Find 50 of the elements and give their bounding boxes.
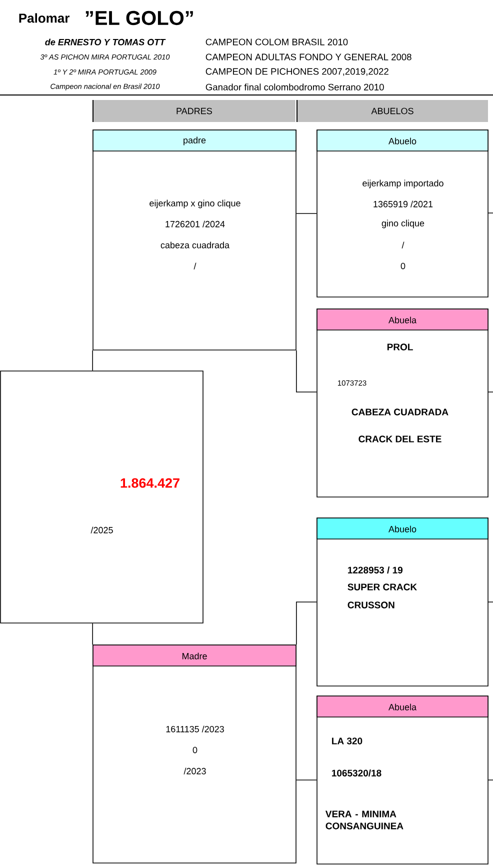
header-band: Abuela xyxy=(316,696,488,718)
pedigree-text: 1726201 /2024 xyxy=(166,220,225,228)
pedigree-box xyxy=(316,518,488,686)
pedigree-text: 0 xyxy=(400,262,406,270)
pedigree-text: 1.864.427 xyxy=(120,478,180,488)
connector-line xyxy=(92,623,93,645)
connector-line xyxy=(296,602,317,645)
connector-line xyxy=(296,350,317,392)
pedigree-text: 0 xyxy=(192,746,198,754)
header-band: Abuelo xyxy=(316,518,488,540)
pedigree-text: 1611135 /2023 xyxy=(166,726,224,732)
achievement-text: CAMPEON COLOM BRASIL 2010 xyxy=(206,38,348,46)
achievement-text: CAMPEON ADULTAS FONDO Y GENERAL 2008 xyxy=(206,54,412,60)
header-band: Madre xyxy=(92,644,296,666)
pedigree-box xyxy=(316,696,488,864)
pedigree-box xyxy=(316,308,488,498)
pedigree-text: /2025 xyxy=(90,526,113,534)
heading-text: ”EL GOLO” xyxy=(86,10,193,26)
pedigree-text: CRACK DEL ESTE xyxy=(358,436,442,442)
pedigree-text: VERA - MINIMA CONSANGUINEA xyxy=(325,810,404,830)
pedigree-box xyxy=(92,644,296,864)
achievement-text: Ganador final colombodromo Serrano 2010 xyxy=(206,84,384,90)
pedigree-text: CRUSSON xyxy=(348,602,394,608)
pedigree-text: SUPER CRACK xyxy=(348,584,417,590)
pedigree-text: /2023 xyxy=(184,768,206,774)
connector-line xyxy=(92,350,93,371)
column-header: ABUELOS xyxy=(296,100,488,122)
pedigree-text: / xyxy=(402,242,404,248)
breeder-name: de ERNESTO Y TOMAS OTT xyxy=(45,38,166,46)
pedigree-text: 1365919 /2021 xyxy=(374,200,433,208)
column-header: PADRES xyxy=(92,100,296,122)
header-band: padre xyxy=(92,130,296,152)
pedigree-text: LA 320 xyxy=(332,738,362,744)
pedigree-box xyxy=(316,130,488,298)
pedigree-text: 1065320/18 xyxy=(332,769,382,777)
header-band: Abuela xyxy=(316,308,488,330)
pedigree-text: PROL xyxy=(387,344,413,350)
pedigree-text: cabeza cuadrada xyxy=(160,242,230,248)
pedigree-text: eijerkamp importado xyxy=(362,180,444,188)
pedigree-text: gino clique xyxy=(382,220,424,228)
pedigree-box xyxy=(92,130,296,350)
pedigree-text: / xyxy=(194,262,196,270)
achievement-text: CAMPEON DE PICHONES 2007,2019,2022 xyxy=(206,68,388,76)
title: Palomar xyxy=(19,13,70,23)
pedigree-box xyxy=(0,370,204,624)
header-band: Abuelo xyxy=(316,130,488,152)
pedigree-text: CABEZA CUADRADA xyxy=(352,408,448,416)
connector-line xyxy=(296,213,317,214)
pedigree-text: 1228953 / 19 xyxy=(348,566,403,574)
pedigree-text: eijerkamp x gino clique xyxy=(150,200,240,208)
